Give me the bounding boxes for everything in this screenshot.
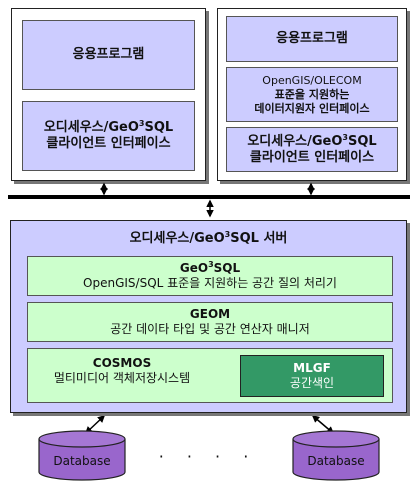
left-application-label: 응용프로그램	[72, 47, 145, 62]
right-database-label: Database	[307, 454, 365, 468]
ole-provider-line3: 데이터지원자 인터페이스	[254, 101, 370, 115]
right-client-interface-box: 오디세우스/GeO3SQL 클라이언트 인터페이스	[226, 127, 398, 172]
left-database-cylinder	[38, 430, 126, 481]
cosmos-text: COSMOS 멀티미디어 객체저장시스템	[32, 356, 212, 386]
ole-provider-line1: OpenGIS/OLECOM	[262, 73, 362, 87]
network-bus	[8, 195, 410, 199]
geom-title: GEOM	[189, 307, 231, 321]
server-to-left-database-arrow	[84, 414, 106, 435]
right-client-interface-title: 오디세우스/GeO3SQL	[247, 132, 377, 149]
database-ellipsis: · · · ·	[158, 447, 258, 466]
left-client-interface-subtitle: 클라이언트 인터페이스	[46, 136, 171, 151]
geom-description: 공간 데이타 타입 및 공간 연산자 매니저	[110, 322, 310, 336]
server-to-right-database-arrow	[311, 415, 335, 434]
mlgf-description: 공간색인	[289, 376, 335, 390]
ole-provider-interface-box: OpenGIS/OLECOM 표준을 지원하는 데이터지원자 인터페이스	[226, 67, 398, 122]
mlgf-spatial-index-box: MLGF 공간색인	[240, 355, 384, 397]
geom-manager-box: GEOM 공간 데이타 타입 및 공간 연산자 매니저	[27, 302, 393, 342]
left-application-box: 응용프로그램	[22, 20, 195, 90]
cosmos-title: COSMOS	[92, 356, 152, 370]
left-client-interface-box: 오디세우스/GeO3SQL 클라이언트 인터페이스	[22, 101, 195, 171]
cosmos-description: 멀티미디어 객체저장시스템	[53, 371, 191, 385]
left-client-interface-title: 오디세우스/GeO3SQL	[43, 119, 174, 136]
ole-provider-line2: 표준을 지원하는	[274, 87, 350, 101]
server-title: 오디세우스/GeO3SQL 서버	[129, 230, 288, 247]
right-database-cylinder	[292, 430, 380, 481]
right-application-box: 응용프로그램	[226, 16, 398, 62]
geosql-query-processor-box: GeO3SQL OpenGIS/SQL 표준을 지원하는 공간 질의 처리기	[27, 256, 393, 296]
geosql-title: GeO3SQL	[179, 260, 241, 276]
right-application-label: 응용프로그램	[276, 31, 348, 46]
mlgf-title: MLGF	[293, 361, 331, 375]
geosql-description: OpenGIS/SQL 표준을 지원하는 공간 질의 처리기	[83, 276, 337, 290]
right-client-interface-subtitle: 클라이언트 인터페이스	[249, 149, 375, 165]
left-database-label: Database	[53, 454, 111, 468]
